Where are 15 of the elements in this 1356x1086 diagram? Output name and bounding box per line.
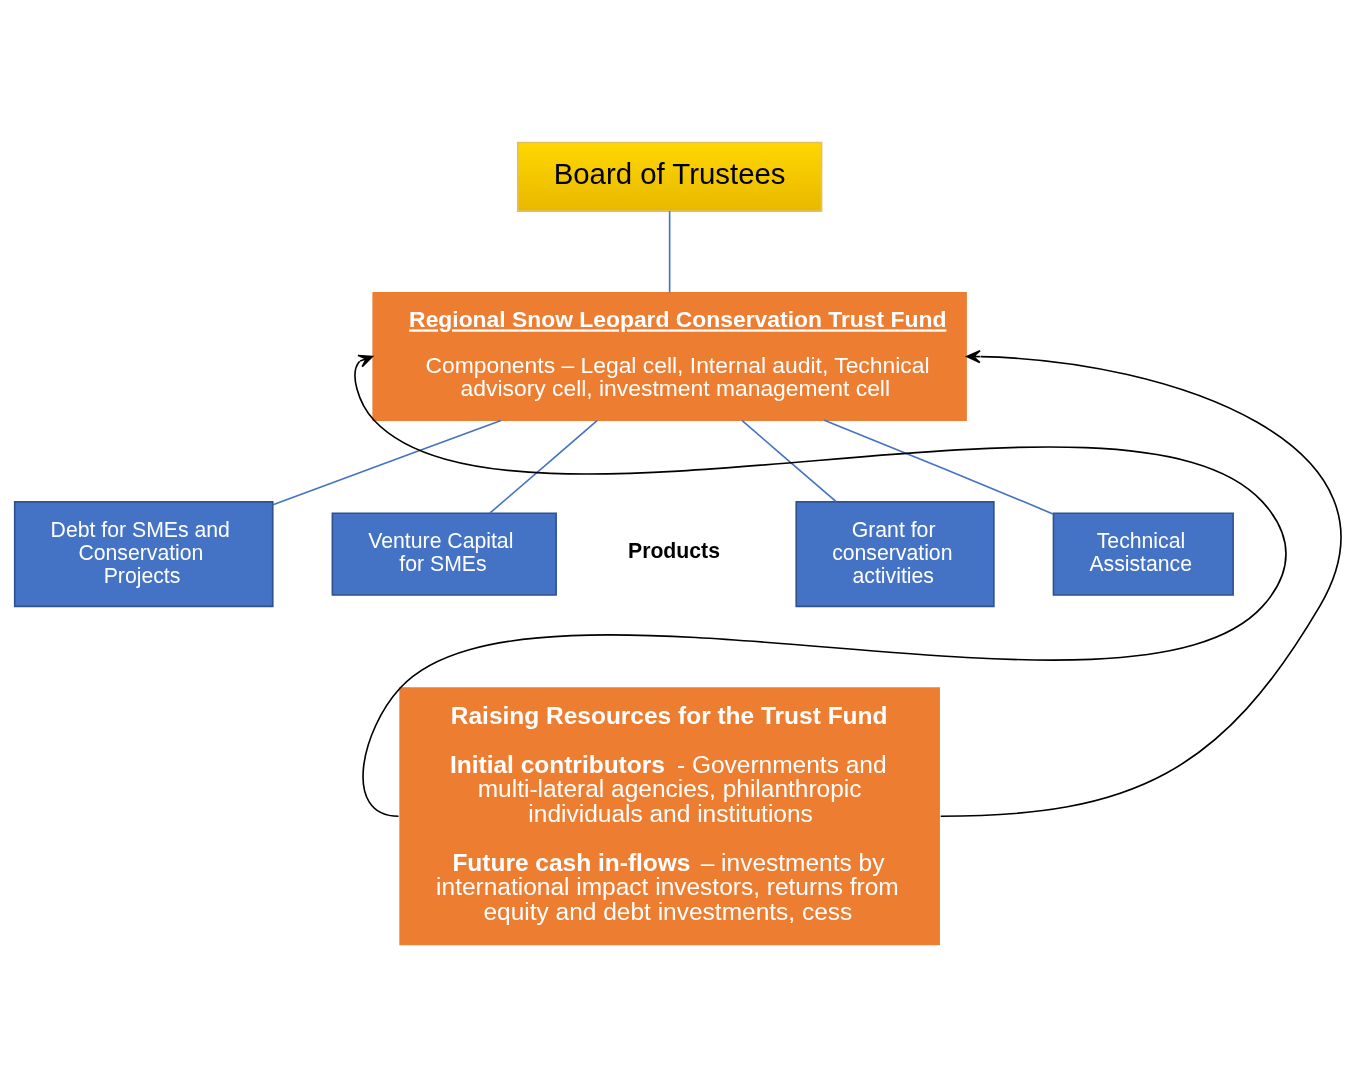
node-box: Debt for SMEs and Conservation Projects xyxy=(13,500,274,607)
connector xyxy=(668,209,671,293)
node-box: Regional Snow Leopard Conservation Trust Fund Components – Legal cell, Internal audit, Technical advisory cell, investment management cell xyxy=(372,291,967,421)
node-box: Technical Assistance xyxy=(1052,511,1234,596)
arrow xyxy=(354,354,1287,817)
label: Products xyxy=(627,538,720,562)
connector xyxy=(272,419,502,506)
arrow xyxy=(939,349,1342,817)
node-box: Grant for conservation activities xyxy=(795,500,995,607)
connector xyxy=(823,418,1054,515)
node-box: Raising Resources for the Trust Fund Initial contributors - Governments and multi-lateral agencies, philanthropic individuals and institutions Future cash in-flows – investments by international impact investors, returns from equity and debt investments, cess xyxy=(399,686,940,945)
node-box: Board of Trustees xyxy=(516,141,823,212)
connector xyxy=(741,419,837,502)
connector xyxy=(488,419,598,514)
node-box: Venture Capital for SMEs xyxy=(331,511,557,596)
